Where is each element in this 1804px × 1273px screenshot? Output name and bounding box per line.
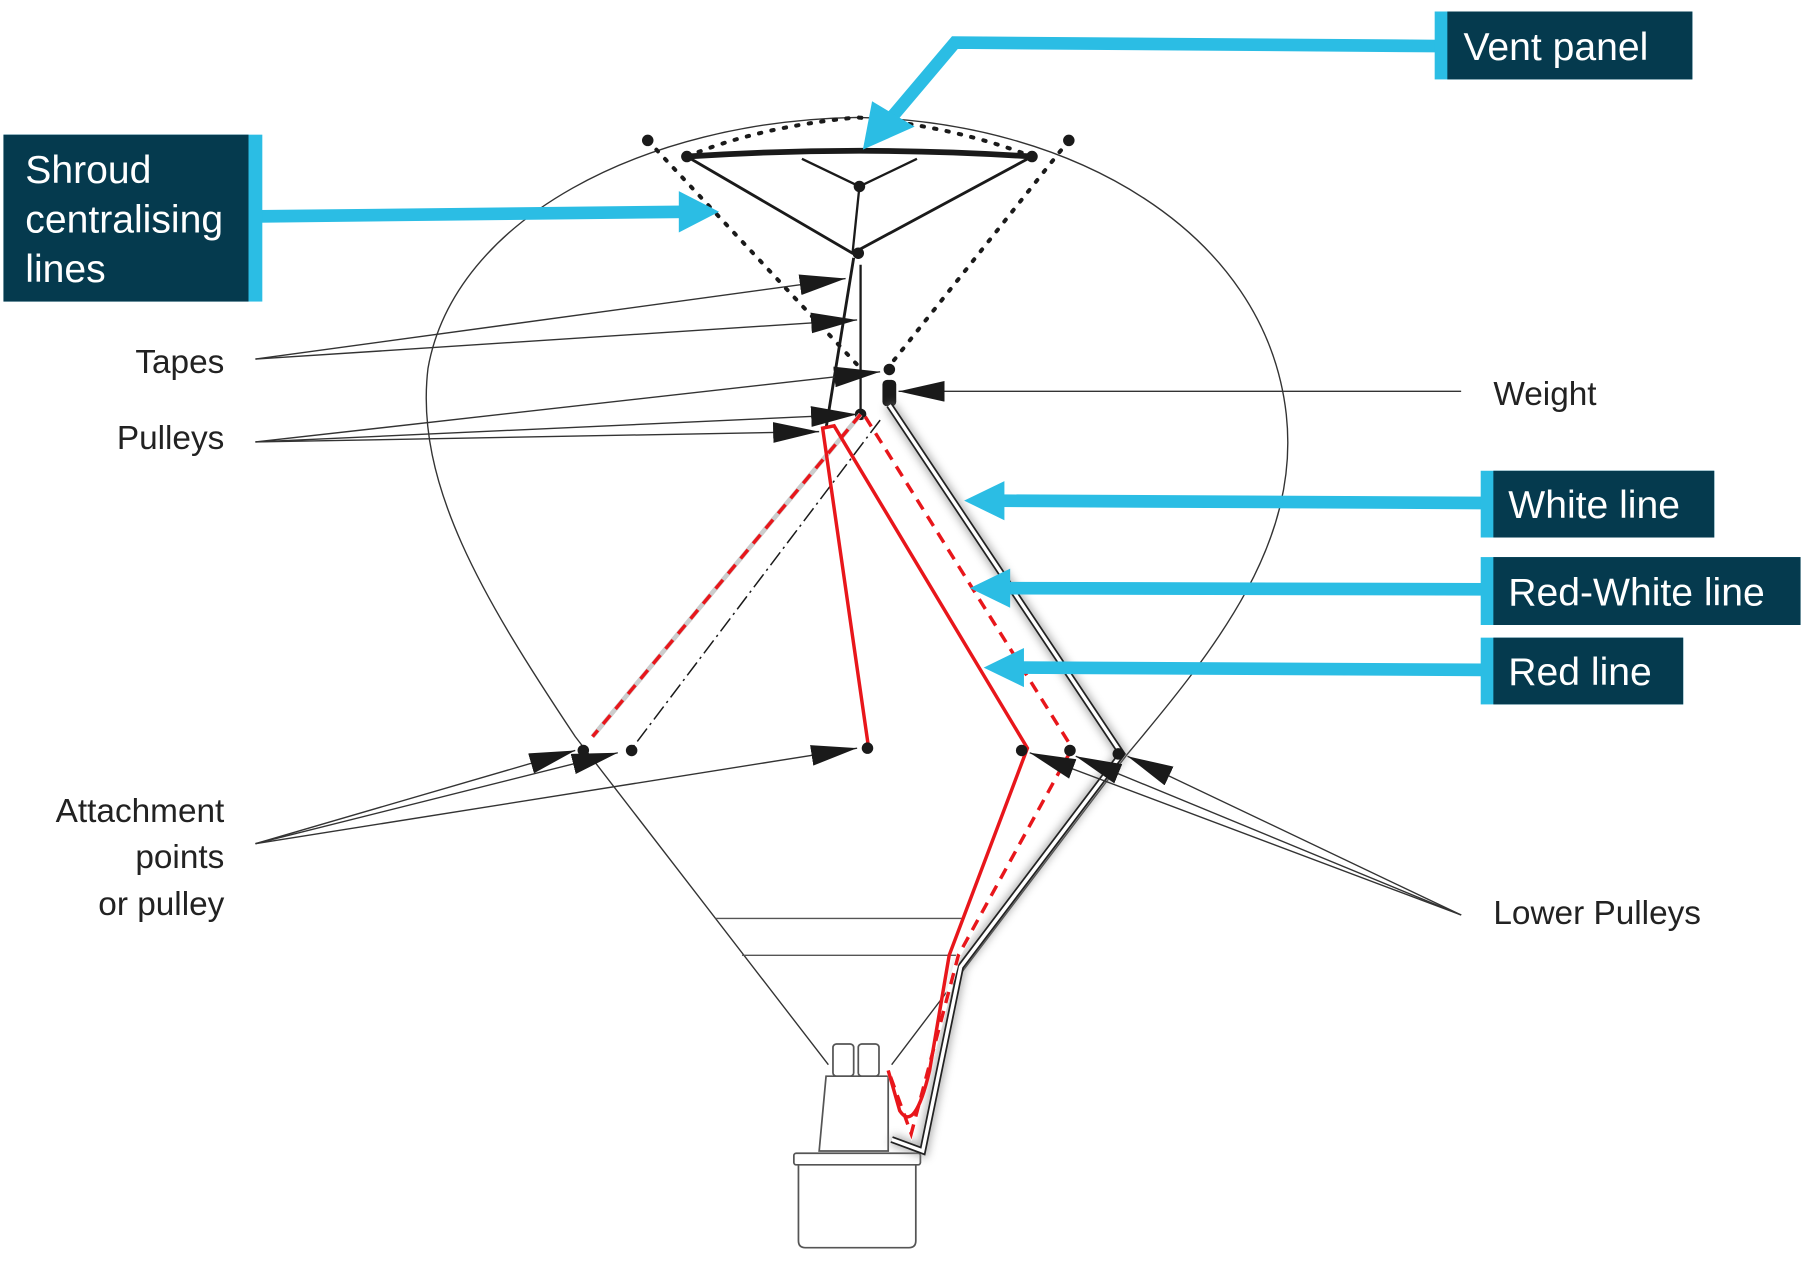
vent-panel-rigging: [645, 115, 1071, 429]
lower-pulleys-label: Lower Pulleys: [1493, 895, 1701, 932]
weight-block: [882, 379, 897, 407]
dash-dot-line: [629, 419, 881, 751]
red-line: [820, 423, 1030, 1119]
red-line-label: Red line: [1508, 651, 1651, 694]
rigging-nodes: [641, 134, 1075, 421]
shroud-label-line1: Shroud: [25, 149, 151, 192]
tapes-label: Tapes: [135, 344, 224, 381]
shroud-label-line3: lines: [25, 248, 105, 291]
callout-white-line: White line: [1480, 470, 1715, 538]
callout-red-white-line: Red-White line: [1480, 557, 1801, 625]
red-white-line-label: Red-White line: [1508, 571, 1764, 614]
shroud-label-line2: centralising: [25, 198, 223, 241]
vent-panel-label: Vent panel: [1463, 26, 1648, 69]
white-line-label: White line: [1508, 484, 1680, 527]
vent-panel-arrow: [886, 36, 1439, 122]
red-white-line: [590, 412, 1075, 1142]
attachment-label-line2: points: [135, 839, 224, 876]
white-line: [885, 402, 1129, 1158]
callout-shroud: Shroud centralising lines: [3, 134, 263, 302]
callout-arrows: [258, 36, 1485, 688]
callout-vent-panel: Vent panel: [1434, 11, 1693, 80]
pulleys-label: Pulleys: [117, 420, 225, 457]
basket-and-burners: [792, 1043, 922, 1249]
shroud-arrow: [258, 205, 685, 223]
weight-label: Weight: [1493, 376, 1597, 413]
red-white-line-arrow: [1004, 581, 1485, 596]
red-line-arrow: [1018, 661, 1485, 677]
leader-arrows: [255, 274, 1462, 916]
white-line-arrow: [998, 494, 1485, 510]
attachment-label-line1: Attachment: [56, 793, 225, 830]
callout-red-line: Red line: [1480, 637, 1684, 705]
attachment-label-line3: or pulley: [98, 886, 224, 923]
vent-panel-arrowhead: [862, 101, 915, 150]
